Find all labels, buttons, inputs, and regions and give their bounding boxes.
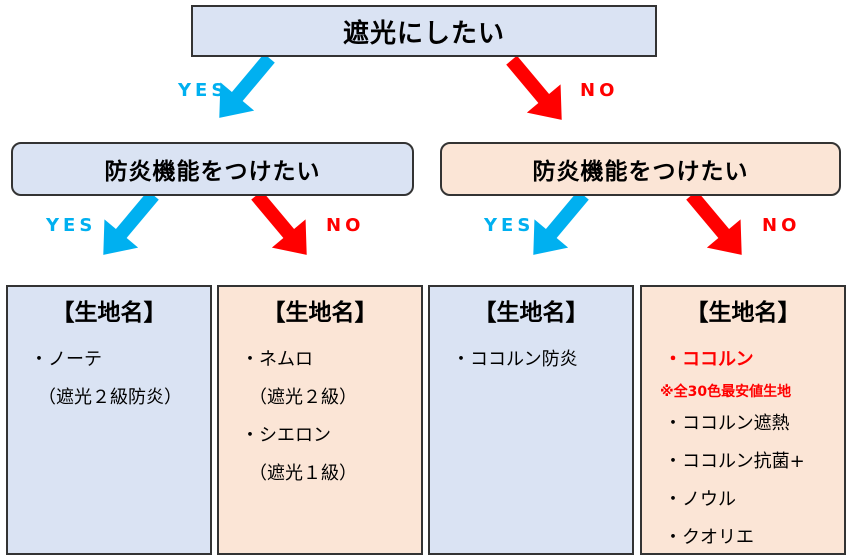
- fabric-item: ・ネムロ: [241, 349, 313, 370]
- no-label-right: NO: [762, 215, 801, 236]
- fabric-item: ・クオリエ: [664, 527, 754, 548]
- result-title: 【生地名】: [473, 300, 589, 326]
- fabric-item: ・シエロン: [241, 425, 331, 446]
- fabric-item: ・ノウル: [664, 489, 736, 510]
- result-box-nemuro-shieron: 【生地名】 ・ネムロ （遮光２級） ・シエロン （遮光１級）: [217, 285, 423, 555]
- result-title: 【生地名】: [262, 300, 378, 326]
- fireproof-question-right-label: 防炎機能をつけたい: [532, 159, 749, 185]
- yes-arrow-left: [103, 190, 159, 255]
- yes-label-left: YES: [46, 215, 97, 236]
- fabric-grade: （遮光１級）: [249, 463, 357, 484]
- fabric-note: ※全30色最安値生地: [660, 384, 792, 400]
- fabric-item: ・ココルン抗菌+: [664, 451, 805, 472]
- no-label-left: NO: [326, 215, 365, 236]
- fireproof-question-left-label: 防炎機能をつけたい: [104, 159, 321, 185]
- yes-label-root: YES: [178, 80, 229, 101]
- no-arrow-right: [686, 190, 742, 255]
- no-label-root: NO: [580, 80, 619, 101]
- fabric-item: ・ココルン遮熱: [664, 413, 790, 434]
- yes-arrow-right: [533, 190, 589, 255]
- fireproof-question-left: 防炎機能をつけたい: [11, 142, 414, 196]
- no-arrow-left: [251, 190, 307, 255]
- result-box-noote: 【生地名】 ・ノーテ （遮光２級防炎）: [6, 285, 212, 555]
- root-question-box: 遮光にしたい: [191, 5, 657, 57]
- fabric-item: ・ココルン防炎: [452, 349, 578, 370]
- result-box-cocorun-fireproof: 【生地名】 ・ココルン防炎: [428, 285, 634, 555]
- result-title: 【生地名】: [51, 300, 167, 326]
- root-question-label: 遮光にしたい: [342, 18, 505, 49]
- result-box-cocorun-group: 【生地名】 ・ココルン ※全30色最安値生地 ・ココルン遮熱 ・ココルン抗菌+ …: [640, 285, 846, 555]
- no-arrow-root: [506, 55, 562, 120]
- yes-label-right: YES: [484, 215, 535, 236]
- fireproof-question-right: 防炎機能をつけたい: [440, 142, 841, 196]
- result-title: 【生地名】: [685, 300, 801, 326]
- yes-arrow-root: [219, 53, 275, 118]
- fabric-grade: （遮光２級）: [249, 387, 357, 408]
- fabric-item: ・ノーテ: [30, 349, 102, 370]
- fabric-item-highlight: ・ココルン: [664, 349, 754, 370]
- fabric-grade: （遮光２級防炎）: [38, 387, 182, 408]
